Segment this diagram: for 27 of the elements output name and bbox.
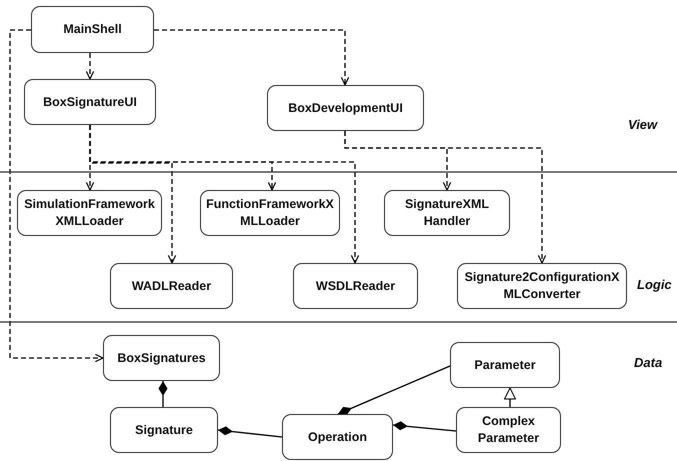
layer-label: Logic bbox=[637, 277, 672, 292]
class-box: WSDLReader bbox=[293, 263, 418, 309]
class-box: WADLReader bbox=[110, 263, 233, 309]
dependency-arrow bbox=[154, 29, 350, 86]
class-box: MainShell bbox=[31, 6, 154, 53]
composition-line bbox=[392, 421, 456, 432]
class-box: BoxSignatures bbox=[103, 335, 220, 381]
dependency-arrow bbox=[89, 125, 360, 264]
class-box: Parameter bbox=[450, 342, 560, 388]
class-box: FunctionFrameworkXMLLoader bbox=[200, 190, 340, 236]
class-box: SignatureXML Handler bbox=[384, 190, 510, 236]
class-box: SimulationFrameworkXMLLoader bbox=[17, 190, 162, 236]
layer-label: View bbox=[628, 117, 658, 132]
class-box: Signature bbox=[110, 407, 218, 453]
dependency-arrow bbox=[9, 29, 104, 362]
composition-line bbox=[158, 381, 168, 407]
dependency-arrow bbox=[86, 53, 94, 80]
composition-line bbox=[218, 426, 282, 438]
inheritance-arrow bbox=[504, 388, 516, 407]
layer-label: Data bbox=[634, 355, 662, 370]
class-box: Complex Parameter bbox=[456, 407, 561, 453]
class-box: Signature2ConfigurationXMLConverter bbox=[457, 263, 627, 309]
class-box: Operation bbox=[282, 414, 393, 460]
class-box: BoxDevelopmentUI bbox=[267, 85, 424, 131]
composition-line bbox=[338, 365, 450, 416]
class-box: BoxSignatureUI bbox=[24, 79, 156, 125]
dependency-arrow bbox=[344, 131, 546, 264]
